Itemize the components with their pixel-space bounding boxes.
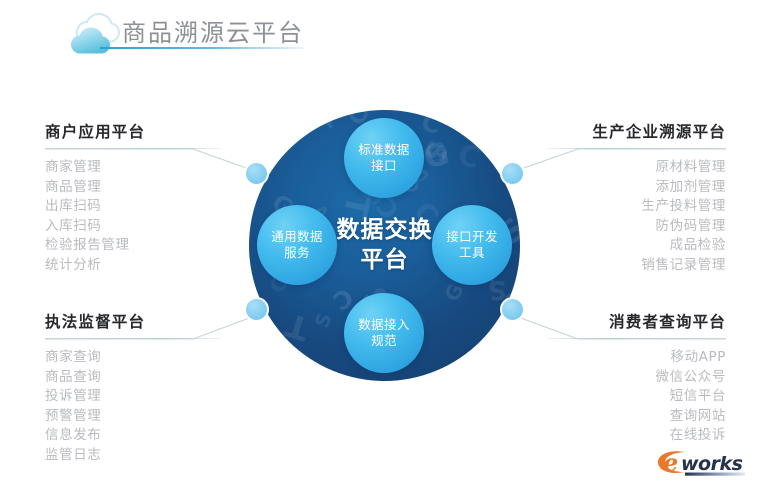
list-item: 微信公众号 (655, 368, 726, 385)
list-item: 添加剂管理 (655, 178, 726, 195)
bubble-right-line2: 工具 (459, 245, 485, 260)
panel-merchant-title: 商户应用平台 (45, 123, 146, 141)
list-item: 成品检验 (669, 237, 726, 254)
panel-consumer-rule (548, 338, 726, 339)
bubble-interface-dev-tools[interactable]: 接口开发 工具 (432, 205, 512, 285)
panel-law-list: 商家查询商品查询投诉管理预警管理信息发布监管日志 (45, 348, 220, 466)
bubble-bottom-line2: 规范 (371, 333, 397, 348)
header-divider (100, 47, 305, 49)
bubble-top-line2: 接口 (371, 158, 397, 173)
panel-law-enforcement-platform: 执法监督平台 商家查询商品查询投诉管理预警管理信息发布监管日志 (45, 310, 220, 466)
connector-node-merchant (244, 161, 269, 186)
list-item: 移动APP (670, 349, 726, 365)
page-header: 商品溯源云平台 (0, 0, 769, 70)
bubble-right-line1: 接口开发 (446, 228, 498, 244)
panel-consumer-list: 移动APP 微信公众号短信平台查询网站在线投诉 (548, 348, 726, 446)
eworks-logo: e works (657, 448, 745, 477)
panel-producer-list: 原材料管理添加剂管理生产投料管理防伪码管理成品检验销售记录管理 (548, 158, 726, 276)
bubble-bottom-line1: 数据接入 (358, 316, 410, 332)
core-label-line2: 平台 (360, 246, 409, 273)
connector-node-consumer (500, 297, 525, 322)
list-item: 信息发布 (45, 427, 102, 444)
bubble-left-line2: 服务 (284, 245, 310, 260)
list-item: 投诉管理 (45, 388, 102, 405)
list-item: 预警管理 (45, 407, 102, 424)
panel-producer-title: 生产企业溯源平台 (592, 123, 726, 141)
panel-consumer-title: 消费者查询平台 (609, 313, 726, 331)
list-item: 原材料管理 (655, 159, 726, 175)
panel-law-title: 执法监督平台 (45, 313, 146, 331)
list-item: 查询网站 (669, 407, 726, 424)
list-item: 商品查询 (45, 368, 102, 385)
panel-merchant-application-platform: 商户应用平台 商家管理商品管理出库扫码入库扫码检验报告管理统计分析 (45, 120, 220, 276)
list-item: 短信平台 (669, 388, 726, 405)
svg-text:C: C (421, 110, 441, 139)
panel-merchant-list: 商家管理商品管理出库扫码入库扫码检验报告管理统计分析 (45, 158, 220, 276)
list-item: 在线投诉 (669, 427, 726, 444)
list-item: 商家管理 (45, 159, 102, 175)
svg-text:A: A (315, 110, 342, 131)
connector-node-producer (500, 161, 525, 186)
bubble-standard-data-interface[interactable]: 标准数据 接口 (344, 118, 424, 198)
connector-node-law (244, 297, 269, 322)
bubble-general-data-service[interactable]: 通用数据 服务 (257, 205, 337, 285)
list-item: 商家查询 (45, 349, 102, 365)
svg-text:G: G (440, 281, 468, 305)
list-item: 出库扫码 (45, 198, 102, 215)
core-label-line1: 数据交换 (336, 217, 433, 244)
panel-merchant-rule (45, 148, 220, 149)
data-exchange-wheel: CSGTASCSCGSCTSCSACSGCSTCSCGSCSTCSACS 数据交… (249, 110, 520, 381)
list-item: 防伪码管理 (655, 217, 726, 234)
bubble-left-line1: 通用数据 (271, 228, 323, 244)
logo-word: works (681, 453, 743, 475)
list-item: 入库扫码 (45, 217, 102, 234)
page-title: 商品溯源云平台 (122, 19, 304, 47)
core-label: 数据交换 平台 (249, 110, 520, 381)
bubble-top-line1: 标准数据 (358, 141, 410, 157)
list-item: 生产投料管理 (641, 198, 726, 215)
panel-law-rule (45, 338, 220, 339)
panel-producer-traceability-platform: 生产企业溯源平台 原材料管理添加剂管理生产投料管理防伪码管理成品检验销售记录管理 (548, 120, 726, 276)
bubble-data-access-spec[interactable]: 数据接入 规范 (344, 293, 424, 373)
list-item: 监管日志 (45, 446, 102, 463)
list-item: 商品管理 (45, 178, 102, 195)
cloud-icon (70, 12, 121, 54)
panel-consumer-query-platform: 消费者查询平台 移动APP 微信公众号短信平台查询网站在线投诉 (548, 310, 726, 446)
list-item: 统计分析 (45, 256, 102, 273)
logo-mark-letter: e (663, 448, 678, 477)
panel-producer-rule (548, 148, 726, 149)
list-item: 检验报告管理 (45, 237, 130, 254)
list-item: 销售记录管理 (641, 256, 726, 273)
svg-text:S: S (487, 274, 507, 305)
